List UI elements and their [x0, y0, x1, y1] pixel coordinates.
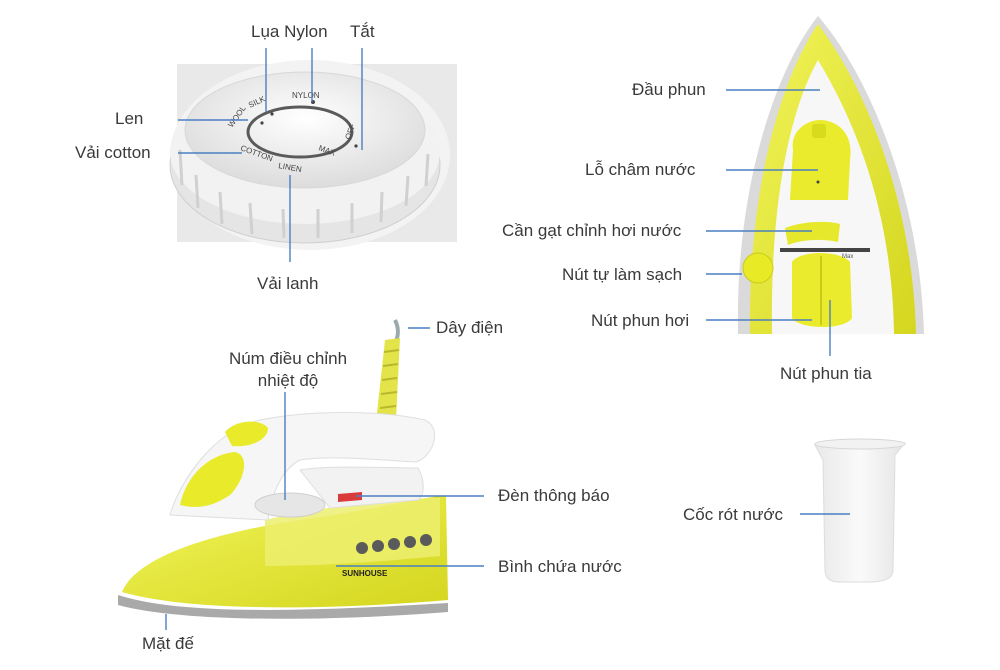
label-temperature-knob: Núm điều chỉnh nhiệt độ: [228, 349, 348, 390]
label-steam-lever: Cần gạt chỉnh hơi nước: [502, 221, 682, 240]
temperature-dial-photo: [169, 60, 457, 250]
measuring-cup-photo: [814, 438, 907, 583]
label-wool: Len: [115, 109, 144, 128]
label-measuring-cup: Cốc rót nước: [683, 505, 783, 524]
label-indicator-light: Đèn thông báo: [498, 486, 610, 505]
dial-text-nylon: NYLON: [292, 91, 320, 100]
label-steam-spray-button: Nút phun hơi: [591, 311, 690, 330]
label-water-tank: Bình chứa nước: [498, 557, 622, 576]
label-jet-spray-button: Nút phun tia: [780, 364, 872, 383]
leader-lines: [165, 48, 850, 630]
dial-text-linen: LINEN: [278, 161, 303, 174]
max-mark: Max: [842, 254, 853, 260]
brand-text: SUNHOUSE: [342, 569, 388, 578]
label-off: Tắt: [350, 22, 375, 41]
label-silk-nylon: Lụa Nylon: [251, 22, 328, 41]
label-nozzle: Đầu phun: [632, 80, 706, 99]
label-cotton: Vải cotton: [75, 143, 151, 162]
label-self-clean-button: Nút tự làm sạch: [562, 265, 683, 284]
label-power-cord: Dây điện: [436, 318, 504, 337]
iron-side-view-photo: SUNHOUSE: [118, 319, 448, 619]
label-fill-hole: Lỗ châm nước: [585, 160, 696, 179]
label-linen: Vải lanh: [257, 274, 319, 293]
iron-top-view-photo: Max: [712, 14, 924, 334]
label-soleplate: Mặt đế: [142, 634, 194, 653]
